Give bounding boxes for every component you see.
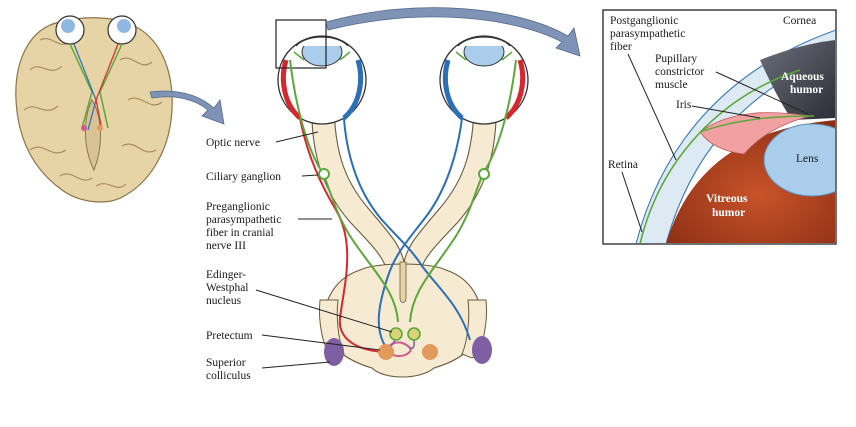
leader-pretectum <box>261 334 381 351</box>
inset-label-cornea: Cornea <box>783 15 816 27</box>
label-superior-colliculus-2: colliculus <box>206 370 251 382</box>
inset-label-iris: Iris <box>676 99 692 111</box>
inset-label-pupillary-1: Pupillary <box>655 53 697 65</box>
label-preganglionic-4: nerve III <box>206 240 246 252</box>
inset-label-aqueous-2: humor <box>790 84 823 96</box>
label-ciliary-ganglion: Ciliary ganglion <box>206 171 281 183</box>
inset-label-postganglionic-2: parasympathetic <box>610 28 685 40</box>
label-optic-nerve: Optic nerve <box>206 137 260 149</box>
leader-optic-nerve <box>275 131 319 143</box>
inset-label-lens: Lens <box>796 153 819 165</box>
ciliary-ganglion-right <box>478 168 490 180</box>
edinger-westphal-nucleus-left <box>389 327 403 341</box>
label-pretectum: Pretectum <box>206 330 253 342</box>
leader-edinger-westphal <box>255 289 393 333</box>
pretectum-nucleus-left <box>378 344 394 360</box>
inset-label-pupillary-3: muscle <box>655 79 688 91</box>
inset-label-pupillary-2: constrictor <box>655 66 704 78</box>
inset-leader-postganglionic <box>627 53 677 161</box>
edinger-westphal-nucleus-right <box>407 327 421 341</box>
inset-leader-pupillary <box>715 71 809 115</box>
inset-label-postganglionic-3: fiber <box>610 41 632 53</box>
eye-inset: Postganglionic parasympathetic fiber Cor… <box>602 9 837 245</box>
label-edinger-2: Westphal <box>206 282 249 294</box>
label-superior-colliculus-1: Superior <box>206 357 246 369</box>
pretectum-nucleus-right <box>422 344 438 360</box>
inset-label-vitreous-1: Vitreous <box>706 193 748 205</box>
ciliary-ganglion-left <box>318 168 330 180</box>
superior-colliculus-right <box>472 336 492 364</box>
leader-superior-colliculus <box>261 361 331 369</box>
right-eye <box>439 35 529 125</box>
inset-label-retina: Retina <box>608 159 638 171</box>
label-preganglionic-2: parasympathetic <box>206 214 281 226</box>
neural-fibers <box>289 59 517 358</box>
label-preganglionic-3: fiber in cranial <box>206 227 274 239</box>
inset-label-aqueous-1: Aqueous <box>781 71 824 83</box>
left-eye <box>277 35 367 125</box>
inset-leader-retina <box>621 171 643 233</box>
label-edinger-1: Edinger- <box>206 269 246 281</box>
zoom-arrow-left <box>149 90 225 125</box>
inset-leader-iris <box>691 105 761 119</box>
label-preganglionic-1: Preganglionic <box>206 201 270 213</box>
inset-label-postganglionic-1: Postganglionic <box>610 15 678 27</box>
zoom-box <box>275 19 327 69</box>
brain-illustration <box>15 15 173 203</box>
leader-ciliary-ganglion <box>301 174 319 177</box>
inset-label-vitreous-2: humor <box>712 207 745 219</box>
zoom-arrow-right <box>325 7 581 57</box>
label-edinger-3: nucleus <box>206 295 242 307</box>
